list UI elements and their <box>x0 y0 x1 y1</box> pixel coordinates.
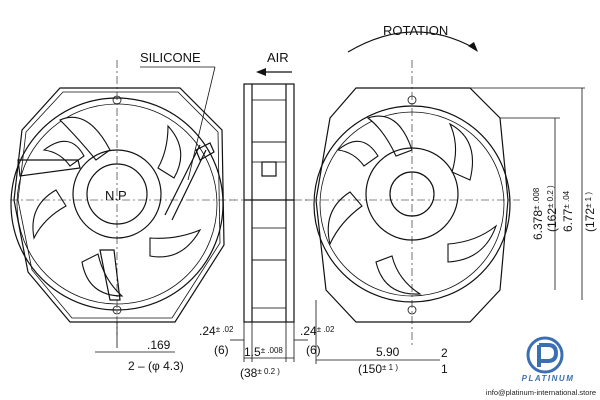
flange-left-inch: .24 <box>199 324 216 338</box>
flange-left-tol: ± .02 <box>216 325 234 334</box>
air-label: AIR <box>267 50 289 65</box>
hub-label: N.P <box>105 188 127 203</box>
v2-tol: ± .04 <box>562 190 571 208</box>
svg-text:6.378± .008: 6.378± .008 <box>531 187 545 240</box>
width-inch: 5.90 <box>376 345 400 359</box>
vertical-dimensions: 6.378± .008 (162± 0.2 ) 6.77± .04 (172± … <box>470 87 597 300</box>
svg-text:.24± .02: .24± .02 <box>199 324 234 338</box>
width-mm-tol: ± 1 ) <box>382 363 398 372</box>
depth-mm: (38 <box>240 366 258 380</box>
hole-dimension: .169 2 – (φ 4.3) <box>95 322 184 373</box>
cut-digit: 2 <box>441 346 448 360</box>
v1-mm-tol: ± 0.2 ) <box>546 185 555 208</box>
v2-inch: 6.77 <box>561 208 575 232</box>
v1-tol: ± .008 <box>532 187 541 210</box>
left-fan-view <box>10 60 235 335</box>
depth-mm-tol: ± 0.2 ) <box>257 367 280 376</box>
hole-mm: 2 – (φ 4.3) <box>128 359 184 373</box>
flange-right-mm: (6) <box>306 343 321 357</box>
v2-mm-tol: ± 1 ) <box>584 192 593 208</box>
air-arrow: AIR <box>256 50 292 76</box>
flange-left-mm: (6) <box>214 343 229 357</box>
v1-mm: (162 <box>545 208 559 232</box>
width-mm: (150 <box>358 362 382 376</box>
depth-tol: ± .008 <box>261 346 284 355</box>
svg-text:(172± 1 ): (172± 1 ) <box>583 192 597 232</box>
right-fan-view <box>305 60 520 345</box>
side-fan-view <box>230 83 308 323</box>
svg-text:(162± 0.2 ): (162± 0.2 ) <box>545 185 559 232</box>
svg-text:.24± .02: .24± .02 <box>300 324 335 338</box>
width-dimension: 5.90 (150± 1 ) 2 1 <box>315 300 448 376</box>
depth-inch: 1.5 <box>244 345 261 359</box>
flange-left-dimension: .24± .02 (6) <box>199 322 253 362</box>
rotation-label: ROTATION <box>383 23 448 38</box>
svg-text:1.5± .008: 1.5± .008 <box>244 345 283 359</box>
svg-text:(38± 0.2 ): (38± 0.2 ) <box>240 366 280 380</box>
flange-right-dimension: .24± .02 (6) <box>294 324 335 357</box>
flange-right-inch: .24 <box>300 324 317 338</box>
cut-digit-2: 1 <box>441 362 448 376</box>
v1-inch: 6.378 <box>531 210 545 240</box>
platinum-logo <box>526 336 564 374</box>
v2-mm: (172 <box>583 208 597 232</box>
flange-right-tol: ± .02 <box>317 325 335 334</box>
depth-dimension: 1.5± .008 (38± 0.2 ) <box>240 322 295 380</box>
silicone-callout: SILICONE <box>140 50 216 181</box>
rotation-arrow: ROTATION <box>347 23 478 53</box>
brand-name: PLATINUM <box>521 374 575 383</box>
hole-inch: .169 <box>147 338 171 352</box>
svg-text:6.77± .04: 6.77± .04 <box>561 190 575 232</box>
silicone-label: SILICONE <box>140 50 201 65</box>
svg-text:(150± 1 ): (150± 1 ) <box>358 362 398 376</box>
brand-email[interactable]: info@platinum-international.store <box>485 388 597 397</box>
